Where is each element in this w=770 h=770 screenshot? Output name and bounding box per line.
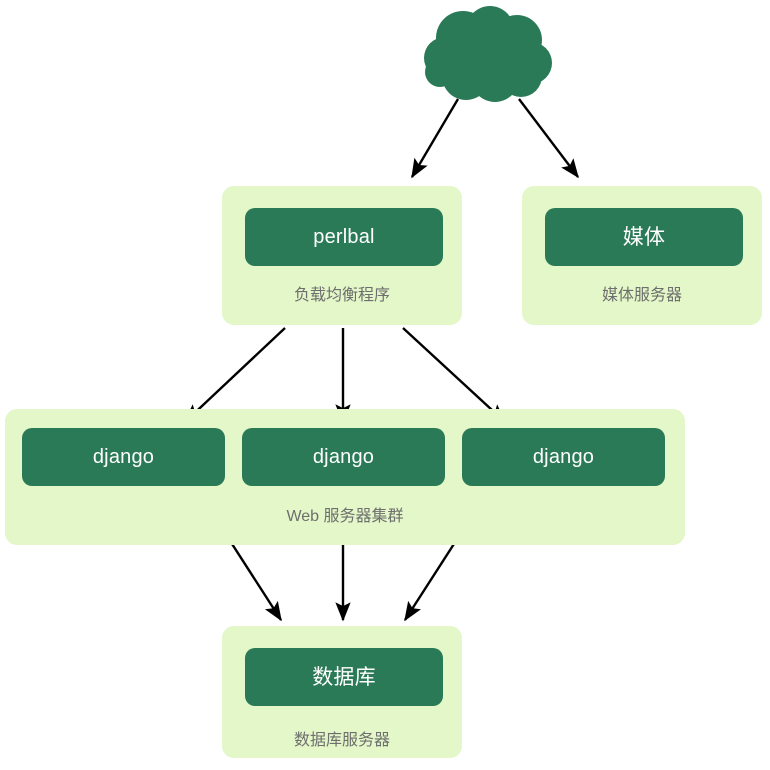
edge-perlbal-to-django-1	[183, 327, 286, 423]
node-django-1[interactable]: django	[22, 428, 225, 486]
node-media-label: 媒体	[622, 225, 666, 249]
group-database-server-caption: 数据库服务器	[293, 732, 390, 749]
group-web-cluster-caption: Web 服务器集群	[286, 508, 404, 525]
node-django-2-label: django	[312, 446, 375, 468]
edge-internet-to-media-server	[518, 98, 579, 179]
node-django-3-label: django	[532, 446, 595, 468]
node-media[interactable]: 媒体	[545, 208, 743, 266]
node-django-3[interactable]: django	[462, 428, 665, 486]
group-load-balancer-caption: 负载均衡程序	[293, 287, 390, 304]
node-database[interactable]: 数据库	[245, 648, 443, 706]
cloud-icon	[423, 6, 553, 104]
node-perlbal[interactable]: perlbal	[245, 208, 443, 266]
node-django-2[interactable]: django	[242, 428, 445, 486]
node-perlbal-label: perlbal	[313, 226, 375, 248]
edge-internet-to-load-balancer	[410, 98, 460, 179]
node-database-label: 数据库	[312, 665, 376, 689]
node-django-1-label: django	[92, 446, 155, 468]
edge-perlbal-to-django-3	[402, 327, 507, 423]
group-media-server-caption: 媒体服务器	[601, 287, 682, 304]
